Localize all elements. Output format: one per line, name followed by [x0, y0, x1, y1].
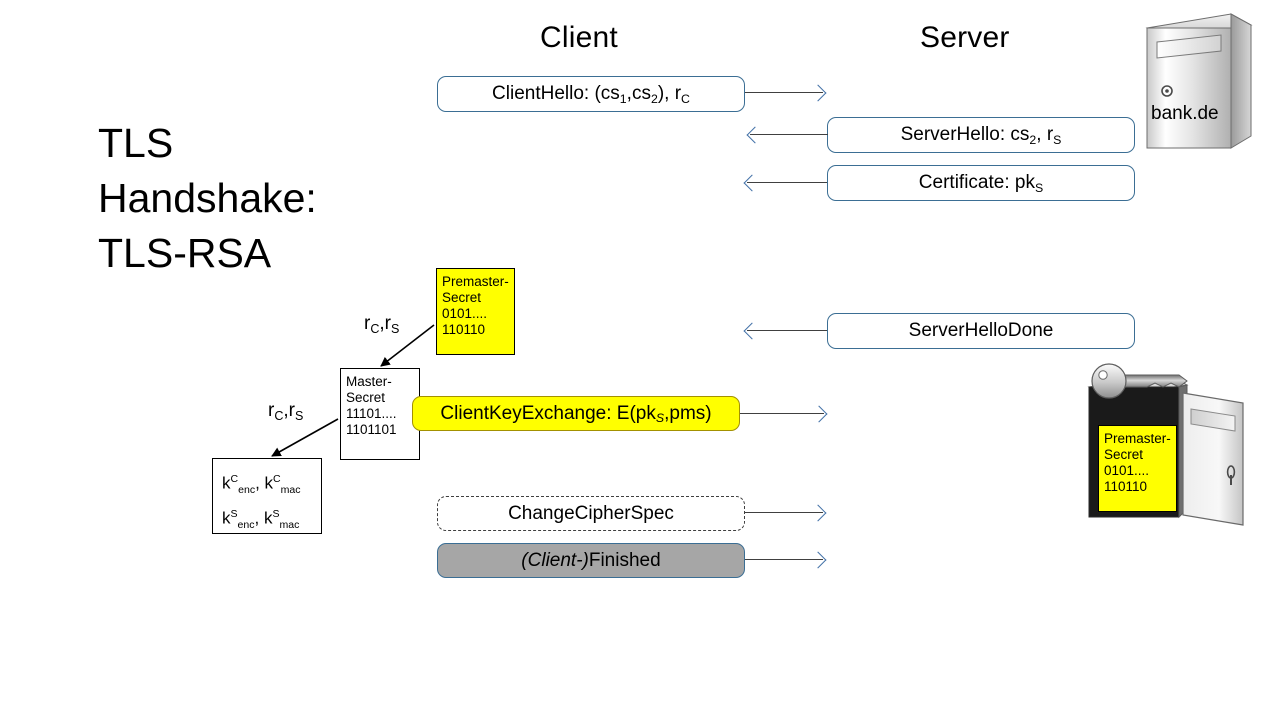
session-keys-client-line: kCenc, kCmac [222, 473, 301, 497]
arrow-shaft [745, 559, 823, 560]
note-line-3: 0101.... [442, 306, 488, 321]
label-randoms-upper: rC,rS [364, 313, 400, 336]
arrow-shaft [750, 134, 828, 135]
column-header-client: Client [540, 21, 618, 54]
page-title-line-3: TLS-RSA [98, 230, 272, 276]
note-line-4: 110110 [442, 322, 486, 337]
note-line-3: 0101.... [1104, 463, 1150, 478]
message-client-hello-label: ClientHello: (cs1,cs2), rC [492, 83, 690, 106]
box-session-keys: kCenc, kCmac kSenc, kSmac [212, 458, 322, 534]
arrow-shaft [747, 182, 827, 183]
note-line-4: 110110 [1104, 479, 1148, 494]
arrow-shaft [745, 512, 823, 513]
note-premaster-secret-server: Premaster- Secret 0101.... 110110 [1098, 425, 1177, 512]
open-mailbox-icon: Premaster- Secret 0101.... 110110 [1083, 357, 1255, 527]
message-server-hello[interactable]: ServerHello: cs2, rS [827, 117, 1135, 153]
arrow-client-key-exchange [740, 405, 828, 423]
note-line-1: Premaster- [1104, 431, 1171, 446]
note-master-secret: Master- Secret 11101.... 1101101 [340, 368, 420, 460]
server-mailbox-icon: bank.de [1143, 8, 1255, 153]
page-title: TLS Handshake: TLS-RSA [98, 116, 317, 281]
arrow-shaft [745, 92, 823, 93]
message-client-key-exchange[interactable]: ClientKeyExchange: E(pkS,pms) [412, 396, 740, 431]
message-certificate-label: Certificate: pkS [918, 172, 1044, 195]
message-server-hello-label: ServerHello: cs2, rS [900, 124, 1062, 147]
message-server-hello-done-label: ServerHelloDone [908, 320, 1054, 341]
arrow-client-hello [745, 84, 827, 102]
arrow-server-hello-done [743, 322, 827, 340]
arrow-premaster-to-master [380, 324, 435, 367]
message-client-key-exchange-label: ClientKeyExchange: E(pkS,pms) [440, 402, 712, 426]
note-line-1: Master- [346, 374, 392, 389]
message-client-hello[interactable]: ClientHello: (cs1,cs2), rC [437, 76, 745, 112]
label-randoms-lower: rC,rS [268, 400, 304, 423]
arrow-server-hello [746, 126, 828, 144]
note-line-2: Secret [442, 290, 482, 305]
server-domain-label: bank.de [1151, 103, 1219, 124]
message-server-hello-done[interactable]: ServerHelloDone [827, 313, 1135, 349]
message-change-cipher-spec[interactable]: ChangeCipherSpec [437, 496, 745, 531]
message-finished[interactable]: (Client-)Finished [437, 543, 745, 578]
arrow-master-to-keys [271, 418, 339, 457]
session-keys-server-line: kSenc, kSmac [222, 508, 300, 532]
arrow-shaft [740, 413, 824, 414]
note-line-4: 1101101 [346, 422, 397, 437]
message-change-cipher-spec-label: ChangeCipherSpec [508, 502, 674, 524]
note-line-2: Secret [346, 390, 386, 405]
note-line-2: Secret [1104, 447, 1144, 462]
page-title-line-1: TLS [98, 120, 174, 166]
arrow-finished [745, 551, 827, 569]
arrow-certificate [743, 174, 827, 192]
message-finished-label: (Client-)Finished [521, 549, 661, 571]
page-title-line-2: Handshake: [98, 175, 317, 221]
arrow-shaft [747, 330, 827, 331]
note-line-3: 11101.... [346, 406, 397, 421]
note-line-1: Premaster- [442, 274, 509, 289]
arrow-change-cipher-spec [745, 504, 827, 522]
note-premaster-secret-client: Premaster- Secret 0101.... 110110 [436, 268, 515, 355]
column-header-server: Server [920, 21, 1010, 54]
message-certificate[interactable]: Certificate: pkS [827, 165, 1135, 201]
